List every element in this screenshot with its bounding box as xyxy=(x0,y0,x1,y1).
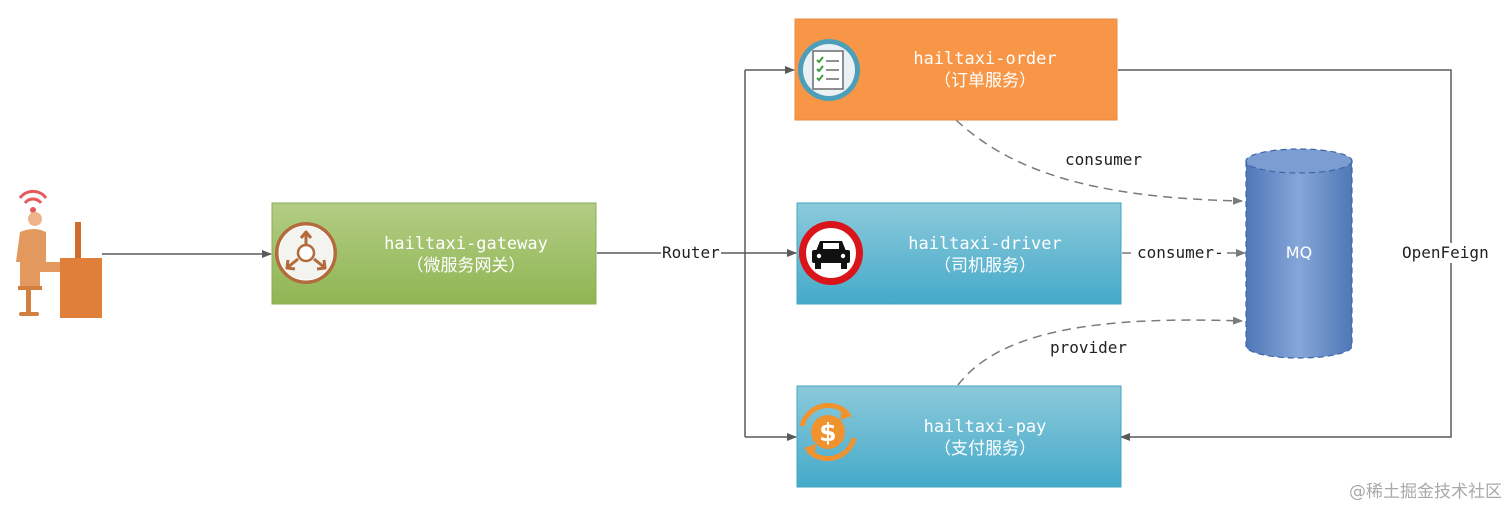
edge-order-mq xyxy=(955,119,1243,205)
driver-desc: （司机服务） xyxy=(934,256,1036,276)
watermark: @稀土掘金技术社区 xyxy=(1349,482,1502,502)
gateway-name: hailtaxi-gateway xyxy=(384,234,548,254)
router-label: Router xyxy=(661,243,721,263)
pay-box xyxy=(796,385,1122,488)
pay-provider-label: provider xyxy=(1049,338,1129,358)
driver-consumer-label: consumer- xyxy=(1136,243,1225,263)
order-desc: （订单服务） xyxy=(934,71,1036,91)
dollar-refresh-icon: $ xyxy=(799,402,857,462)
gateway-label: hailtaxi-gateway （微服务网关） xyxy=(336,233,596,277)
order-consumer-label: consumer xyxy=(1064,150,1144,170)
order-name: hailtaxi-order xyxy=(913,49,1057,69)
gateway-icon xyxy=(275,222,337,284)
user-at-computer-icon xyxy=(16,189,102,318)
openfeign-label: OpenFeign xyxy=(1401,243,1490,263)
pay-name: hailtaxi-pay xyxy=(923,417,1047,437)
mq-cylinder xyxy=(1245,148,1353,359)
svg-text:$: $ xyxy=(819,418,836,447)
order-label: hailtaxi-order （订单服务） xyxy=(860,48,1110,92)
driver-label: hailtaxi-driver （司机服务） xyxy=(860,233,1110,277)
pay-desc: （支付服务） xyxy=(934,439,1036,459)
car-icon xyxy=(799,221,863,285)
document-checklist-icon xyxy=(798,39,860,101)
driver-name: hailtaxi-driver xyxy=(908,234,1062,254)
edge-pay-mq xyxy=(957,316,1243,386)
pay-label: hailtaxi-pay （支付服务） xyxy=(860,416,1110,460)
mq-label: MQ xyxy=(1285,243,1313,262)
gateway-desc: （微服务网关） xyxy=(406,256,526,276)
